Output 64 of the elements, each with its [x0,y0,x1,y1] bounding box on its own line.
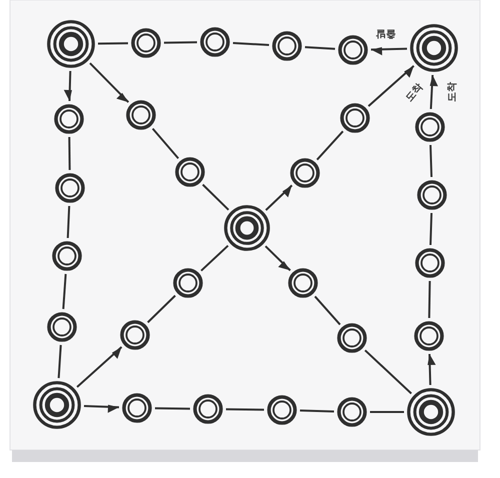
board-space [338,35,368,65]
connector-line [430,212,432,246]
board-space [52,241,82,271]
board-space [414,321,444,351]
board-space [272,31,302,61]
connector-line [152,128,180,160]
start-label: 출발 [376,28,396,38]
connector-line [314,296,341,326]
connector-line [202,184,230,211]
board-space [267,395,297,425]
board-space [417,180,447,210]
connector-line [316,130,344,160]
corner-space [410,24,458,72]
board-space [55,173,85,203]
arrow [428,354,436,386]
connector-line [364,350,412,394]
arrow [370,47,408,56]
connector-line [370,411,404,413]
arrow [76,346,122,388]
connector-line [58,344,62,378]
board-space [288,268,318,298]
board-space [173,268,203,298]
finish-label: 도착 [404,82,426,104]
connector-line [164,41,198,44]
corner-space [407,388,455,436]
board-space [122,393,152,423]
board-space [193,394,223,424]
board-space [47,312,77,342]
connector-line [428,280,431,318]
board-space [126,100,156,130]
connector-line [226,408,264,411]
connector-line [98,42,128,45]
arrow [430,74,438,110]
arrow [264,245,291,272]
board-space [337,323,367,353]
center-space [224,205,270,251]
corner-space [33,381,81,429]
connector-line [154,407,190,410]
connector-line [430,144,432,178]
board-space [175,157,205,187]
connector-line [304,46,336,50]
arrow [64,70,72,102]
arrow [89,62,130,103]
arrow [368,65,414,107]
connector-line [62,274,67,310]
board-space [415,248,445,278]
connector-line [232,42,270,46]
corner-space [47,20,95,68]
connector-line [147,294,176,324]
board-space [200,27,230,57]
board-space [290,158,320,188]
board-space [54,104,84,134]
connector-line [66,206,70,238]
board-space [340,103,370,133]
finish-label: 도착 [448,82,458,102]
arrow [265,184,293,211]
arrow [84,404,120,413]
connector-line [68,136,71,170]
board-space [337,397,367,427]
connector-line [200,244,229,272]
connector-line [300,410,334,412]
board-space [415,112,445,142]
board-space [120,320,150,350]
board-space [131,28,161,58]
